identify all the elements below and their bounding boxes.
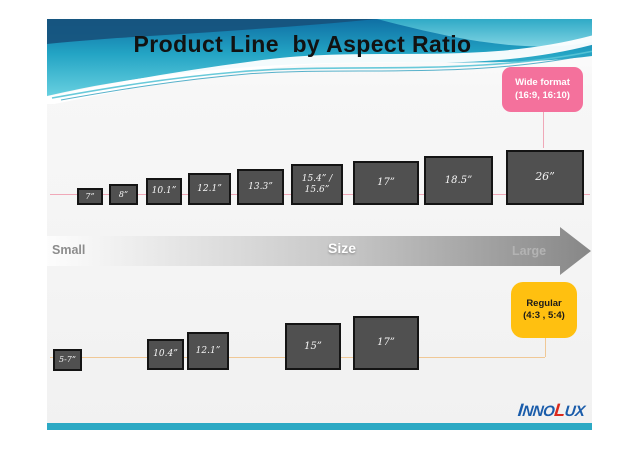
wide-box-18p5in: 18.5” <box>424 156 493 205</box>
axis-label-size: Size <box>327 240 356 256</box>
regular-tag-connector <box>545 338 546 357</box>
wide-box-7in: 7” <box>77 188 103 205</box>
size-arrow <box>47 227 591 275</box>
regular-box-12p1in: 12.1” <box>187 332 229 370</box>
logo-text-nno: NNO <box>521 403 556 420</box>
wide-box-8in: 8” <box>109 184 138 205</box>
wide-box-13p3in: 13.3” <box>237 169 284 205</box>
regular-box-10p4in: 10.4” <box>147 339 184 370</box>
logo-text-ux: UX <box>563 403 586 420</box>
wide-format-tag: Wide format (16:9, 16:10) <box>502 67 583 112</box>
wide-box-17in: 17” <box>353 161 419 205</box>
regular-box-5to7in: 5-7” <box>53 349 82 371</box>
regular-format-tag: Regular (4:3 , 5:4) <box>511 282 577 338</box>
wide-box-26in: 26” <box>506 150 584 205</box>
slide-title: Product Line by Aspect Ratio <box>133 31 472 57</box>
axis-label-large: Large <box>512 244 547 258</box>
footer-accent-bar <box>47 423 592 430</box>
innolux-logo: INNOLUX <box>517 400 586 421</box>
axis-label-small: Small <box>52 243 86 257</box>
wide-box-10p1in: 10.1” <box>146 178 182 205</box>
regular-box-17in: 17” <box>353 316 419 370</box>
wide-box-15p4in: 15.4” / 15.6” <box>291 164 343 205</box>
header-wave-decoration <box>47 19 592 104</box>
wide-box-12p1in: 12.1” <box>188 173 231 205</box>
regular-box-15in: 15” <box>285 323 341 370</box>
wide-tag-connector <box>543 112 544 148</box>
